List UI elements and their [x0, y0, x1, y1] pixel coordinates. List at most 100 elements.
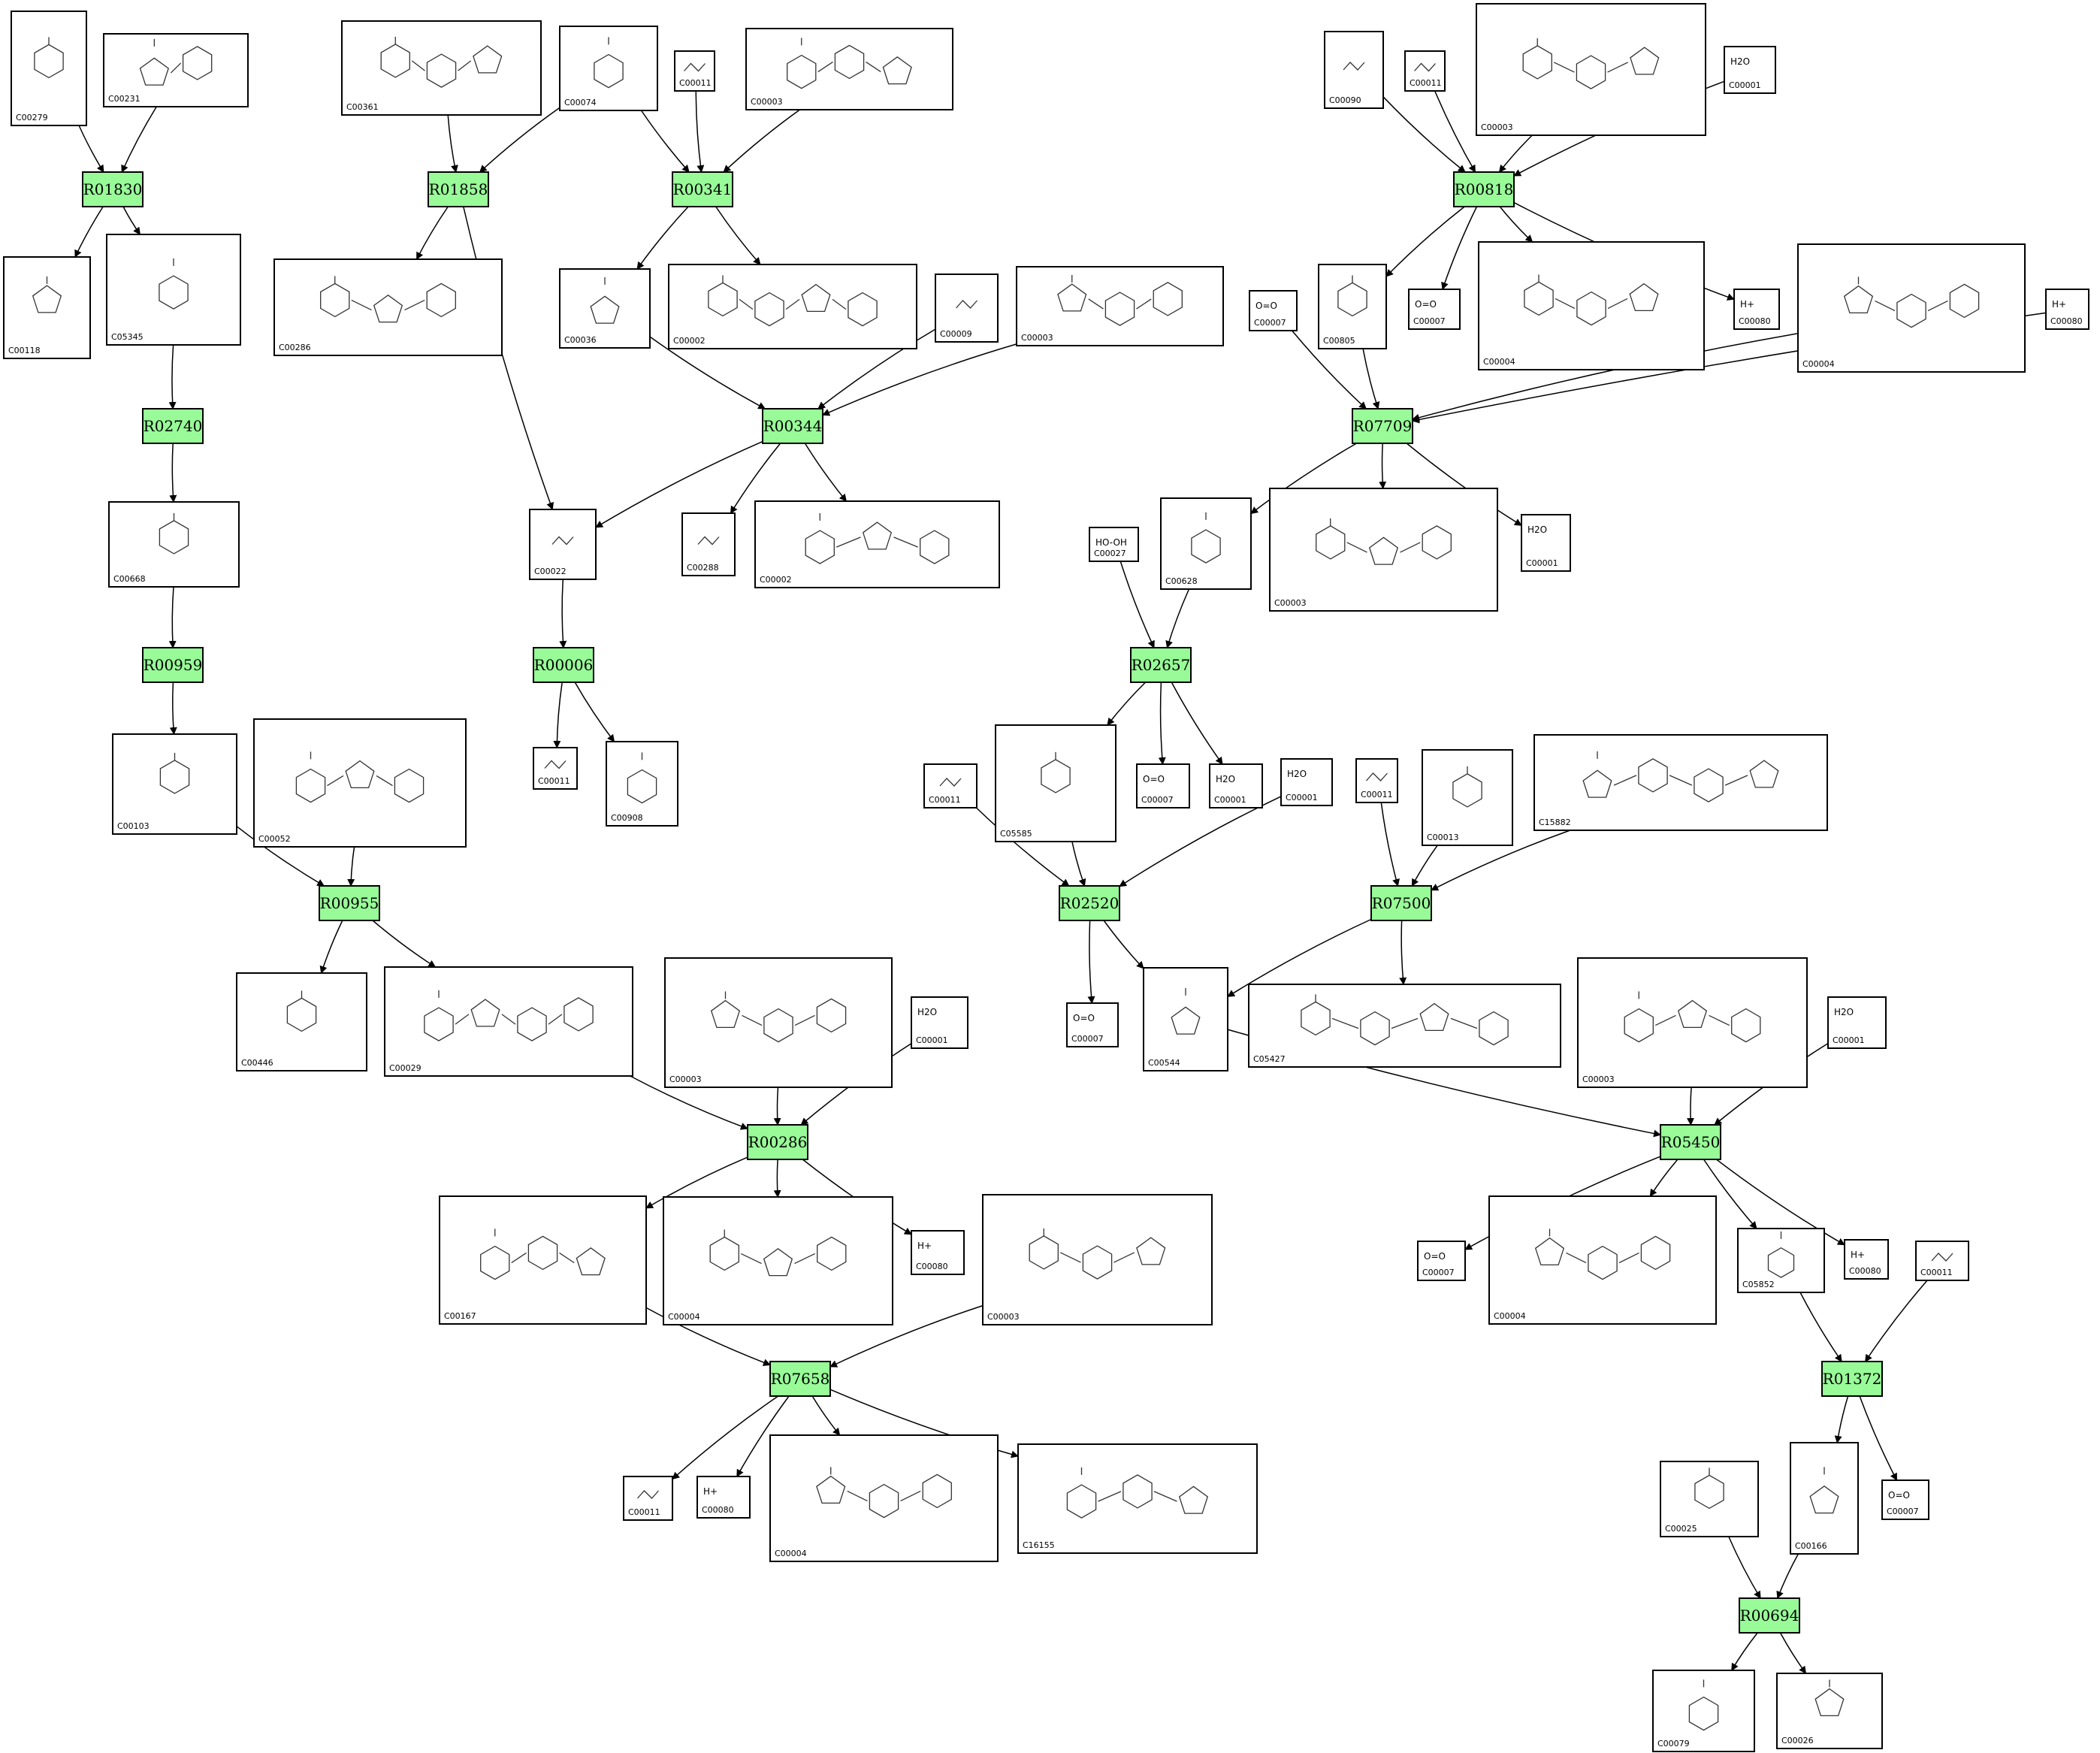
compound-C00003[interactable]: C00003 [1016, 266, 1224, 346]
compound-C05427[interactable]: C05427 [1248, 984, 1561, 1068]
compound-id-label: C00231 [108, 94, 141, 104]
compound-C00052[interactable]: C00052 [253, 718, 467, 848]
reaction-R02520[interactable]: R02520 [1059, 885, 1120, 921]
compound-C00003[interactable]: C00003 [1476, 3, 1706, 136]
compound-C00004[interactable]: C00004 [769, 1434, 999, 1562]
compound-box [1209, 763, 1263, 808]
compound-C00029[interactable]: C00029 [384, 966, 633, 1077]
compound-C00167[interactable]: C00167 [439, 1195, 647, 1325]
reaction-R02740[interactable]: R02740 [142, 408, 204, 444]
compound-C00004[interactable]: C00004 [663, 1196, 893, 1325]
reaction-R07658[interactable]: R07658 [769, 1361, 831, 1397]
compound-C00080[interactable]: H+C00080 [911, 1230, 965, 1275]
compound-id-label: C00908 [611, 813, 643, 823]
compound-C00080[interactable]: H+C00080 [1733, 289, 1780, 330]
compound-formula: HO-OH [1095, 537, 1127, 548]
compound-C00003[interactable]: C00003 [745, 28, 953, 110]
compound-C00628[interactable]: C00628 [1160, 497, 1252, 590]
compound-C05345[interactable]: C05345 [106, 234, 241, 346]
reaction-R00818[interactable]: R00818 [1453, 171, 1515, 207]
compound-C00286[interactable]: C00286 [273, 258, 503, 356]
compound-C00011[interactable]: C00011 [1355, 758, 1398, 803]
reaction-R01372[interactable]: R01372 [1821, 1361, 1883, 1397]
reaction-R01858[interactable]: R01858 [428, 171, 489, 207]
compound-C00011[interactable]: C00011 [1404, 50, 1446, 92]
compound-C00103[interactable]: C00103 [112, 733, 237, 835]
compound-C00004[interactable]: C00004 [1488, 1195, 1717, 1325]
compound-C00002[interactable]: C00002 [668, 264, 917, 349]
compound-C00036[interactable]: C00036 [559, 268, 651, 349]
reaction-R02657[interactable]: R02657 [1130, 647, 1192, 683]
compound-C00166[interactable]: C00166 [1790, 1442, 1859, 1555]
compound-C00003[interactable]: C00003 [664, 957, 893, 1088]
compound-box [663, 1196, 893, 1325]
compound-formula: H2O [1287, 769, 1307, 779]
compound-C00011[interactable]: C00011 [533, 747, 578, 790]
compound-C00003[interactable]: C00003 [1577, 957, 1808, 1088]
compound-C00011[interactable]: C00011 [1915, 1241, 1969, 1281]
compound-C00668[interactable]: C00668 [108, 501, 240, 588]
reaction-R00694[interactable]: R00694 [1739, 1597, 1800, 1634]
reaction-box [747, 1124, 808, 1160]
compound-C00279[interactable]: C00279 [11, 11, 87, 126]
compound-C15882[interactable]: C15882 [1533, 734, 1828, 831]
compound-C05585[interactable]: C05585 [995, 724, 1116, 842]
compound-C00805[interactable]: C00805 [1318, 264, 1387, 349]
structure-ring-5 [32, 285, 62, 313]
compound-C00011[interactable]: C00011 [674, 50, 715, 92]
compound-C00080[interactable]: H+C00080 [2045, 289, 2089, 330]
compound-C00446[interactable]: C00446 [236, 972, 367, 1071]
reaction-R00286[interactable]: R00286 [747, 1124, 808, 1160]
compound-C05852[interactable]: C05852 [1737, 1228, 1825, 1293]
reaction-R00344[interactable]: R00344 [762, 408, 823, 444]
compound-C00004[interactable]: C00004 [1478, 241, 1705, 370]
compound-C00013[interactable]: C00013 [1422, 749, 1513, 846]
compound-C00118[interactable]: C00118 [3, 256, 91, 359]
compound-C00231[interactable]: C00231 [103, 33, 249, 107]
compound-C00544[interactable]: C00544 [1143, 967, 1228, 1071]
compound-C00908[interactable]: C00908 [606, 741, 678, 827]
compound-C00002[interactable]: C00002 [754, 500, 1000, 588]
compound-C00079[interactable]: C00079 [1652, 1670, 1755, 1752]
compound-C00361[interactable]: C00361 [341, 20, 542, 116]
compound-C00080[interactable]: H+C00080 [1844, 1239, 1889, 1280]
reaction-R01830[interactable]: R01830 [82, 171, 144, 207]
reaction-R07500[interactable]: R07500 [1370, 885, 1432, 921]
compound-C00004[interactable]: C00004 [1797, 243, 2026, 373]
compound-C00011[interactable]: C00011 [923, 763, 977, 808]
compound-formula: H+ [703, 1486, 718, 1497]
compound-C00288[interactable]: C00288 [681, 512, 736, 576]
compound-C00090[interactable]: C00090 [1324, 31, 1384, 109]
compound-C00022[interactable]: C00022 [529, 509, 597, 580]
compound-C00003[interactable]: C00003 [982, 1194, 1213, 1325]
reaction-R05450[interactable]: R05450 [1660, 1124, 1721, 1160]
reaction-R00006[interactable]: R00006 [533, 647, 594, 683]
structure-ring-6 [834, 44, 865, 80]
compound-C00009[interactable]: C00009 [935, 274, 999, 343]
compound-C00026[interactable]: C00026 [1776, 1673, 1883, 1749]
reaction-R07709[interactable]: R07709 [1352, 408, 1413, 444]
compound-C00080[interactable]: H+C00080 [696, 1476, 751, 1519]
compound-C00074[interactable]: C00074 [559, 26, 658, 111]
reaction-R00955[interactable]: R00955 [319, 885, 380, 921]
edge-R07709-to-C00003 [1379, 443, 1387, 489]
compound-C00011[interactable]: C00011 [623, 1476, 673, 1521]
compound-C00025[interactable]: C00025 [1660, 1461, 1759, 1537]
reaction-R00959[interactable]: R00959 [142, 647, 204, 683]
compound-C00003[interactable]: C00003 [1269, 488, 1498, 612]
reaction-R00341[interactable]: R00341 [672, 171, 733, 207]
compound-C16155[interactable]: C16155 [1017, 1443, 1258, 1554]
